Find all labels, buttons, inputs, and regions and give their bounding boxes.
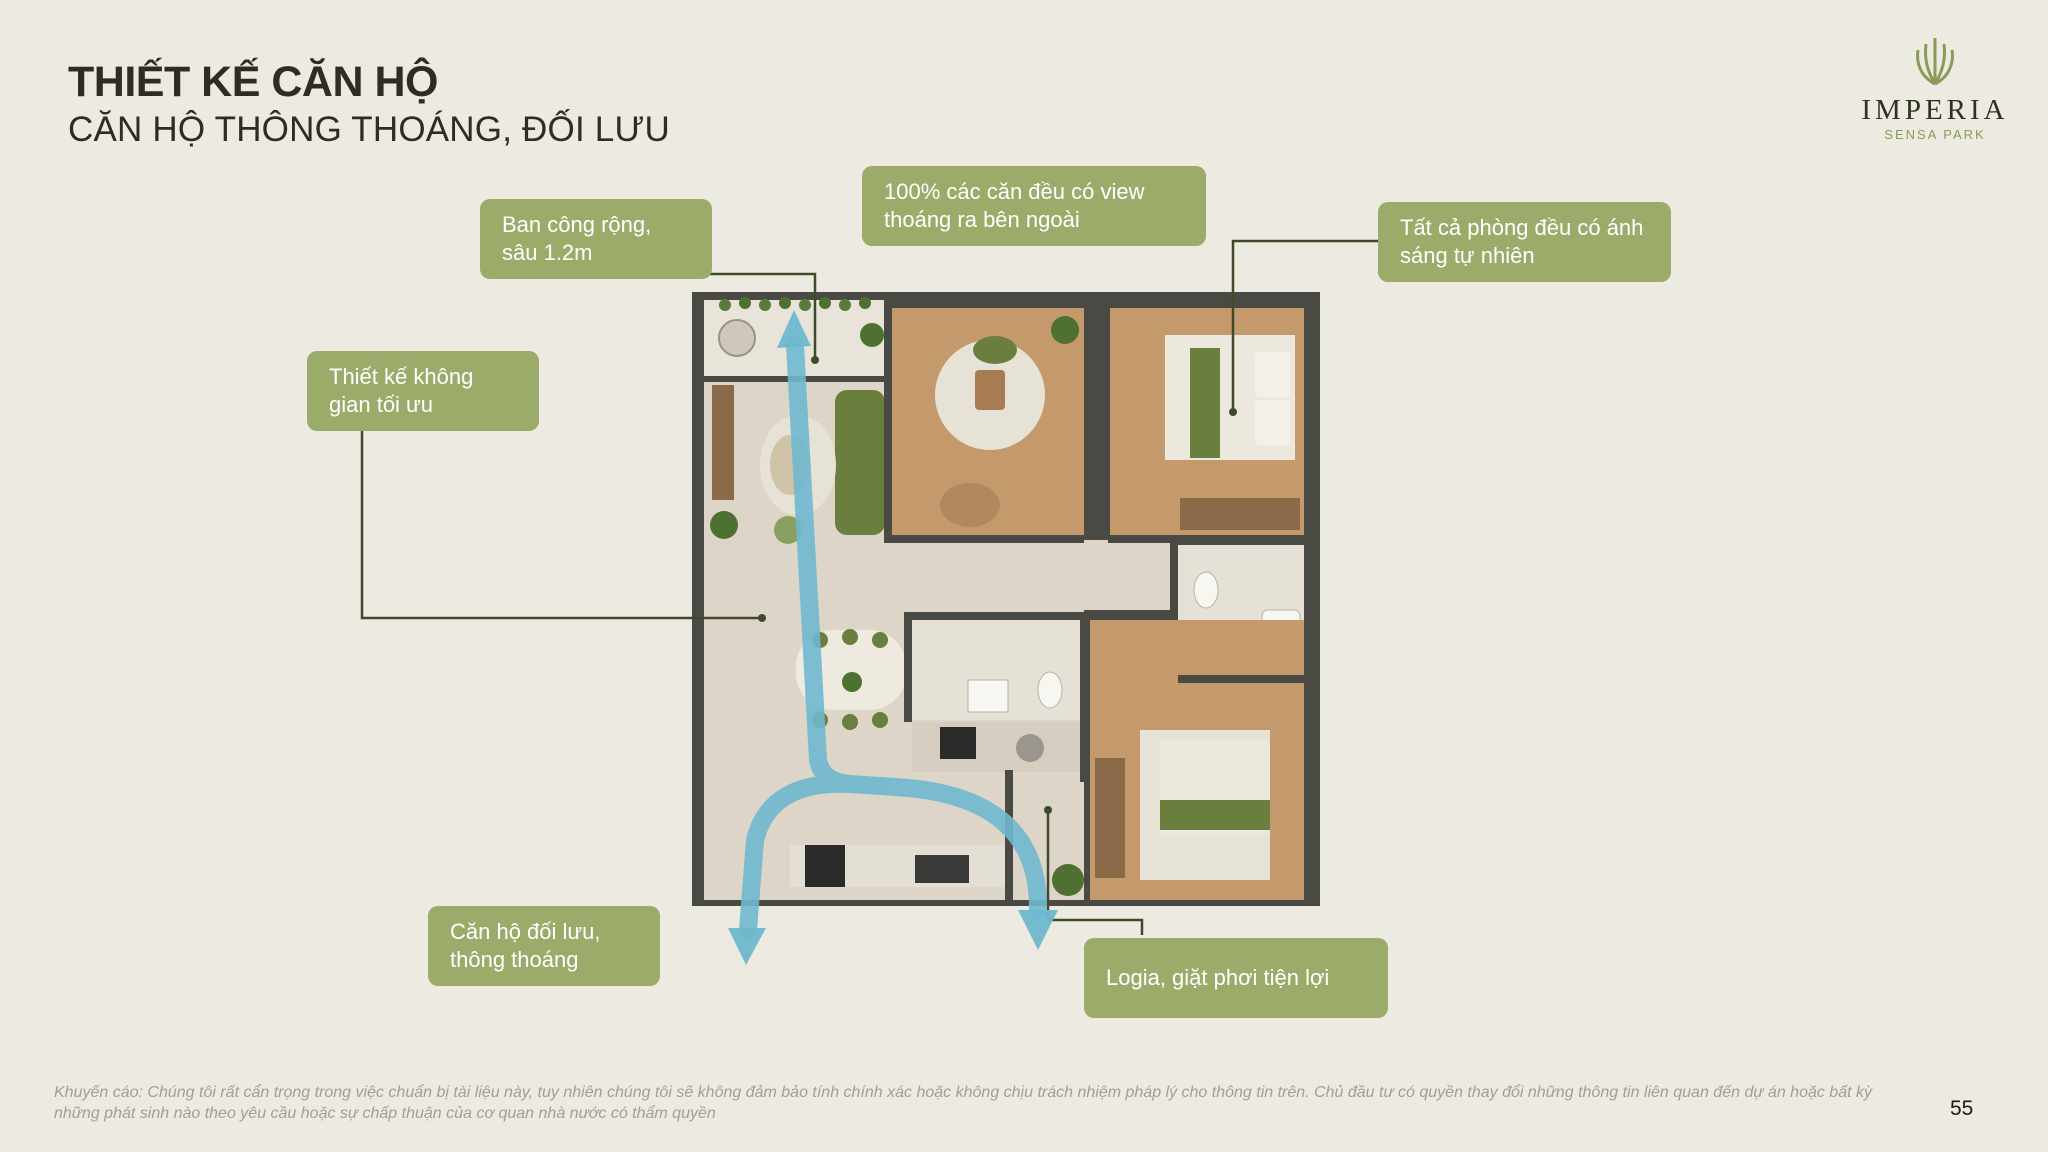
page-title: THIẾT KẾ CĂN HỘ (68, 58, 438, 106)
callout-loggia: Logia, giặt phơi tiện lợi (1084, 938, 1388, 1018)
brand-logo: IMPERIA SENSA PARK (1850, 32, 2020, 147)
callout-balcony: Ban công rộng, sâu 1.2m (480, 199, 712, 279)
logo-tagline: SENSA PARK (1884, 127, 1986, 142)
airflow-arrows (739, 336, 1048, 939)
balcony-plants (719, 297, 884, 347)
airflow-arrowheads (728, 310, 1058, 965)
callout-view: 100% các căn đều có view thoáng ra bên n… (862, 166, 1206, 246)
wardrobe (1180, 498, 1300, 530)
disclaimer-text: Khuyến cáo: Chúng tôi rất cẩn trọng tron… (54, 1084, 1872, 1122)
page-subtitle: CĂN HỘ THÔNG THOÁNG, ĐỐI LƯU (68, 110, 671, 149)
callout-ventilation: Căn hộ đối lưu, thông thoáng (428, 906, 660, 986)
callout-natural-light: Tất cả phòng đều có ánh sáng tự nhiên (1378, 202, 1671, 282)
tv-unit (712, 385, 734, 500)
page-number: 55 (1950, 1097, 1974, 1120)
callout-optimized-space: Thiết kế không gian tối ưu (307, 351, 539, 431)
logo-leaf-icon (1916, 38, 1954, 86)
callout-leader-lines (360, 239, 1378, 935)
logo-name: IMPERIA (1861, 94, 2009, 126)
dining-table (796, 630, 906, 710)
corridor-floor (880, 540, 1170, 610)
sofa (835, 390, 885, 535)
